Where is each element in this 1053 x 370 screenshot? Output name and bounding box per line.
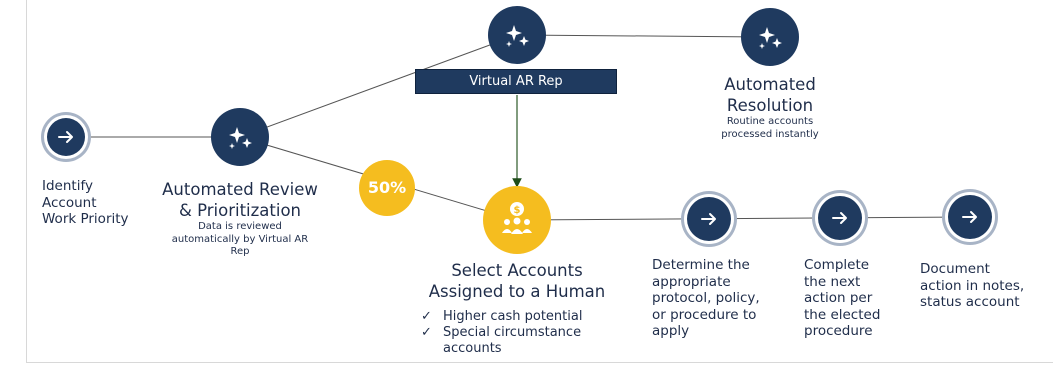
step1-label: Determine the appropriate protocol, poli… — [652, 257, 782, 340]
review-node — [211, 108, 269, 166]
step1-label-line: apply — [652, 323, 690, 339]
step2-label-line: the elected — [804, 306, 881, 323]
step1-node — [681, 191, 737, 247]
resolution-label: Automated Resolution Routine accounts pr… — [690, 74, 850, 141]
connector-human-step3 — [516, 216, 971, 221]
checklist-item-line: Higher cash potential — [443, 309, 583, 324]
step1-label-line: Determine the — [652, 257, 750, 273]
review-sub-line: Data is reviewed — [198, 221, 282, 232]
checklist-item-text: Special circumstance accounts — [443, 325, 581, 357]
checklist-item-text: Higher cash potential — [443, 309, 582, 325]
check-icon: ✓ — [421, 309, 432, 324]
human-title-line: Assigned to a Human — [428, 282, 606, 301]
step3-label: Document action in notes, status account — [920, 261, 1048, 311]
step3-label-line: Document — [920, 261, 990, 277]
start-label-line: Work Priority — [42, 211, 129, 227]
human-checklist: ✓ Higher cash potential ✓ Special circum… — [421, 309, 582, 357]
human-title-line: Select Accounts — [451, 261, 583, 280]
step1-label-line: appropriate — [652, 273, 731, 290]
start-node — [41, 112, 91, 162]
frame-border-bottom — [26, 362, 1053, 363]
virtual-rep-label: Virtual AR Rep — [415, 69, 617, 94]
checklist-item: ✓ Special circumstance accounts — [421, 325, 582, 357]
step1-label-line: or procedure to — [652, 306, 757, 323]
money-people-icon: $ — [502, 202, 532, 234]
step2-label-line: action per — [804, 290, 873, 306]
step2-node — [812, 190, 868, 246]
virtual-rep-node — [488, 6, 546, 64]
resolution-sub-line: Routine accounts — [726, 116, 814, 127]
connector-review-vrep — [239, 34, 518, 138]
step2-label-line: Complete — [804, 257, 870, 273]
human-label: Select Accounts Assigned to a Human — [407, 260, 627, 302]
checklist-item-line: Special circumstance — [443, 325, 582, 340]
start-label-line: Identify — [42, 178, 93, 194]
review-title-line: & Prioritization — [178, 201, 302, 220]
check-icon: ✓ — [421, 325, 432, 340]
step3-label-line: status account — [920, 294, 1020, 310]
start-label: Identify Account Work Priority — [42, 178, 152, 228]
review-label: Automated Review & Prioritization Data i… — [140, 179, 340, 259]
step3-label-line: action in notes, — [920, 277, 1025, 294]
resolution-sub-line: processed instantly — [721, 128, 819, 140]
step2-label-line: the next — [804, 273, 861, 290]
step2-label-line: procedure — [804, 323, 873, 339]
checklist-item-line: accounts — [443, 341, 502, 356]
human-node: $ — [483, 186, 551, 254]
resolution-title-line: Automated — [724, 75, 816, 94]
step2-label: Complete the next action per the elected… — [804, 257, 914, 340]
frame-border-left — [26, 0, 27, 362]
review-title-line: Automated Review — [162, 180, 318, 199]
start-label-line: Account — [42, 194, 97, 211]
step3-node — [942, 189, 998, 245]
resolution-node — [741, 8, 799, 66]
resolution-title-line: Resolution — [726, 96, 814, 115]
step1-label-line: protocol, policy, — [652, 290, 760, 306]
svg-text:$: $ — [514, 205, 521, 216]
review-sub-line: automatically by Virtual AR — [171, 233, 309, 245]
connector-vrep-resolution — [516, 34, 771, 38]
percent-badge — [359, 160, 415, 216]
percent-badge-label: 50% — [367, 178, 407, 197]
checklist-item: ✓ Higher cash potential — [421, 309, 582, 325]
review-sub-line: Rep — [230, 246, 250, 257]
